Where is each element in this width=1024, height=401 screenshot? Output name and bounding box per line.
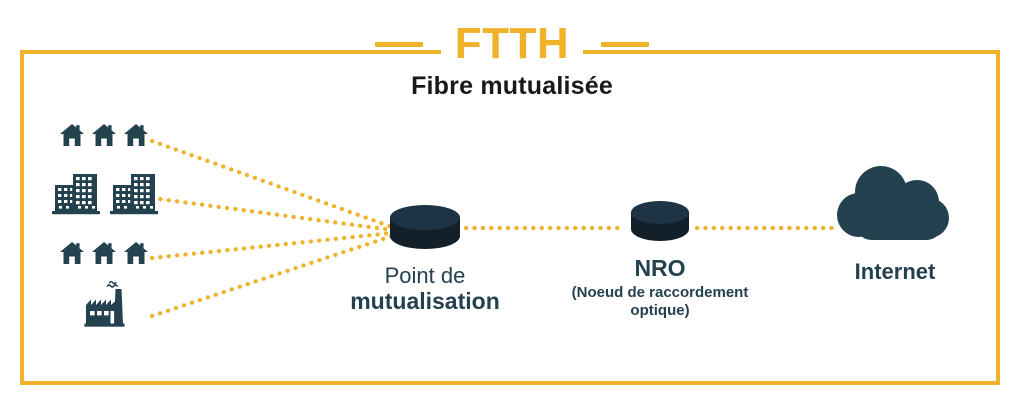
house-icon	[60, 124, 84, 146]
house-icon	[124, 124, 148, 146]
page-subtitle: Fibre mutualisée	[411, 72, 613, 100]
title-rule-left-icon	[374, 41, 423, 47]
endpoint-houses-top	[59, 123, 149, 147]
node-point-de-mutualisation: Point de mutualisation	[320, 204, 530, 314]
nro-icon-wrap	[545, 200, 775, 244]
house-icon	[124, 242, 148, 264]
page-title: FTTH	[440, 22, 584, 66]
building-icon	[110, 174, 158, 215]
cylinder-icon	[631, 201, 689, 241]
cloud-icon	[837, 166, 949, 240]
endpoint-houses-bottom	[59, 241, 149, 265]
title-band: FTTH	[0, 16, 1024, 72]
house-icon	[60, 242, 84, 264]
internet-icon-wrap	[800, 160, 990, 250]
internet-label: Internet	[854, 259, 936, 284]
nro-sublabel-line2: optique)	[630, 302, 690, 320]
endpoint-factory	[82, 280, 132, 328]
title-rule-right-icon	[601, 41, 650, 47]
house-icon	[92, 124, 116, 146]
pm-icon-wrap	[320, 204, 530, 250]
cylinder-icon	[390, 205, 460, 249]
endpoints-column	[45, 115, 165, 335]
nro-sublabel-line1: (Noeud de raccordement	[571, 283, 749, 301]
nro-label: NRO	[634, 255, 686, 281]
nro-sublabel: (Noeud de raccordement optique)	[545, 284, 775, 321]
pm-label-line2: mutualisation	[350, 287, 500, 314]
pm-label-line1: Point de	[384, 263, 466, 288]
node-internet: Internet	[800, 160, 990, 285]
endpoint-buildings	[51, 173, 161, 215]
pm-label: Point de mutualisation	[320, 263, 530, 314]
factory-icon	[84, 280, 125, 327]
house-icon	[92, 242, 116, 264]
node-nro: NRO (Noeud de raccordement optique)	[545, 200, 775, 320]
building-icon	[52, 174, 100, 215]
